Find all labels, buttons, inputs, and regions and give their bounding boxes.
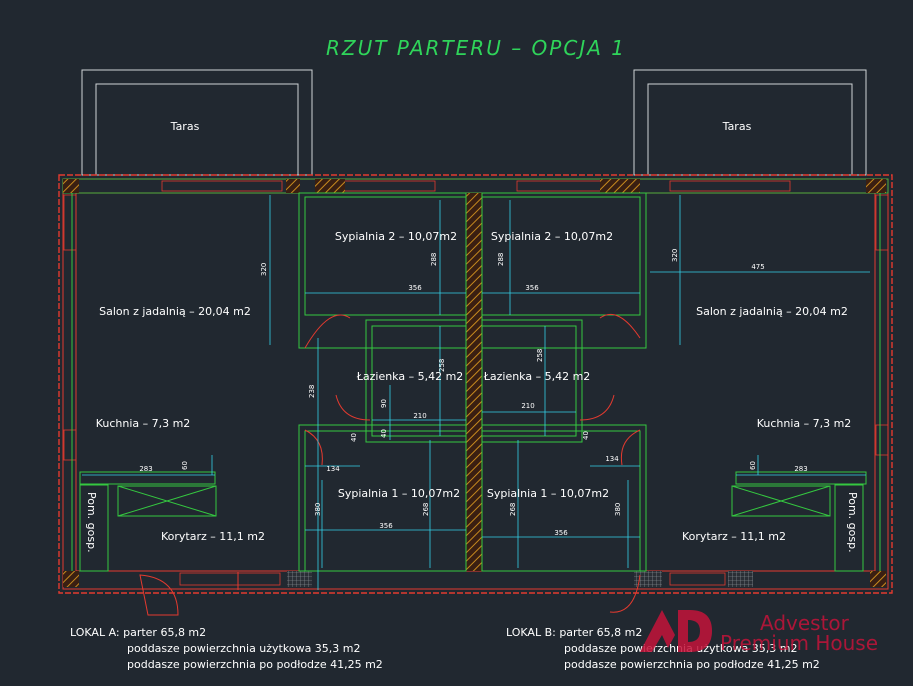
dim-label: 283 [139,465,152,473]
dimension-labels-left: 320 288 356 238 90 210 258 40 40 134 283… [139,253,446,530]
living-label-left: Salon z jadalnią – 20,04 m2 [99,305,251,318]
bedroom2-label-left: Sypialnia 2 – 10,07m2 [335,230,457,243]
bedroom2-label-right: Sypialnia 2 – 10,07m2 [491,230,613,243]
dim-label: 380 [314,503,322,516]
watermark-line1: Advestor [760,611,850,635]
dim-label: 380 [614,503,622,516]
dimension-lines [82,195,870,590]
corridor-label-left: Korytarz – 11,1 m2 [161,530,265,543]
dim-label: 238 [308,385,316,398]
dim-label: 40 [582,431,590,440]
bedroom1-label-right: Sypialnia 1 – 10,07m2 [487,487,609,500]
dim-label: 283 [794,465,807,473]
dim-label: 356 [554,529,568,537]
dim-label: 320 [671,249,679,262]
dim-label: 134 [326,465,340,473]
note-left-line2: poddasze powierzchnia użytkowa 35,3 m2 [127,642,361,655]
bathroom-label-left: Łazienka – 5,42 m2 [356,370,464,383]
dim-label: 268 [422,503,430,516]
watermark-line2: Premium House [720,631,878,655]
party-wall [466,193,482,571]
kitchen-label-right: Kuchnia – 7,3 m2 [757,417,852,430]
note-right-line1: LOKAL B: parter 65,8 m2 [506,626,642,639]
dim-label: 258 [438,359,446,372]
dim-label: 210 [413,412,426,420]
note-left-line3: poddasze powierzchnia po podłodze 41,25 … [127,658,383,671]
dim-label: 356 [408,284,422,292]
dim-label: 356 [525,284,539,292]
dim-label: 268 [509,503,517,516]
dim-label: 40 [380,429,388,438]
dim-label: 60 [749,461,757,470]
bathroom-label-right: Łazienka – 5,42 m2 [483,370,591,383]
note-right-line3: poddasze powierzchnia po podłodze 41,25 … [564,658,820,671]
terrace-label-right: Taras [722,120,752,133]
bedroom1-label-left: Sypialnia 1 – 10,07m2 [338,487,460,500]
dim-label: 356 [379,522,393,530]
dim-label: 288 [430,253,438,266]
dim-label: 475 [751,263,764,271]
dim-label: 258 [536,349,544,362]
dim-label: 210 [521,402,534,410]
dim-label: 320 [260,263,268,276]
advestor-watermark: Advestor Premium House [640,610,878,655]
note-left-line1: LOKAL A: parter 65,8 m2 [70,626,206,639]
advestor-logo-icon [640,610,712,652]
living-label-right: Salon z jadalnią – 20,04 m2 [696,305,848,318]
dimension-labels-right: 320 475 288 356 258 210 40 134 283 60 38… [497,249,808,537]
kitchen-label-left: Kuchnia – 7,3 m2 [96,417,191,430]
corridor-label-right: Korytarz – 11,1 m2 [682,530,786,543]
terrace-label-left: Taras [170,120,200,133]
dim-label: 40 [350,433,358,442]
utility-label-left: Pom. gosp. [85,492,98,553]
dim-label: 288 [497,253,505,266]
dim-label: 134 [605,455,619,463]
drawing-title: RZUT PARTERU – OPCJA 1 [326,36,626,60]
door-swings [139,313,641,616]
dim-label: 90 [380,399,388,408]
utility-label-right: Pom. gosp. [846,492,859,553]
partitions [71,192,881,572]
dim-label: 60 [181,461,189,470]
outer-walls [58,174,893,594]
